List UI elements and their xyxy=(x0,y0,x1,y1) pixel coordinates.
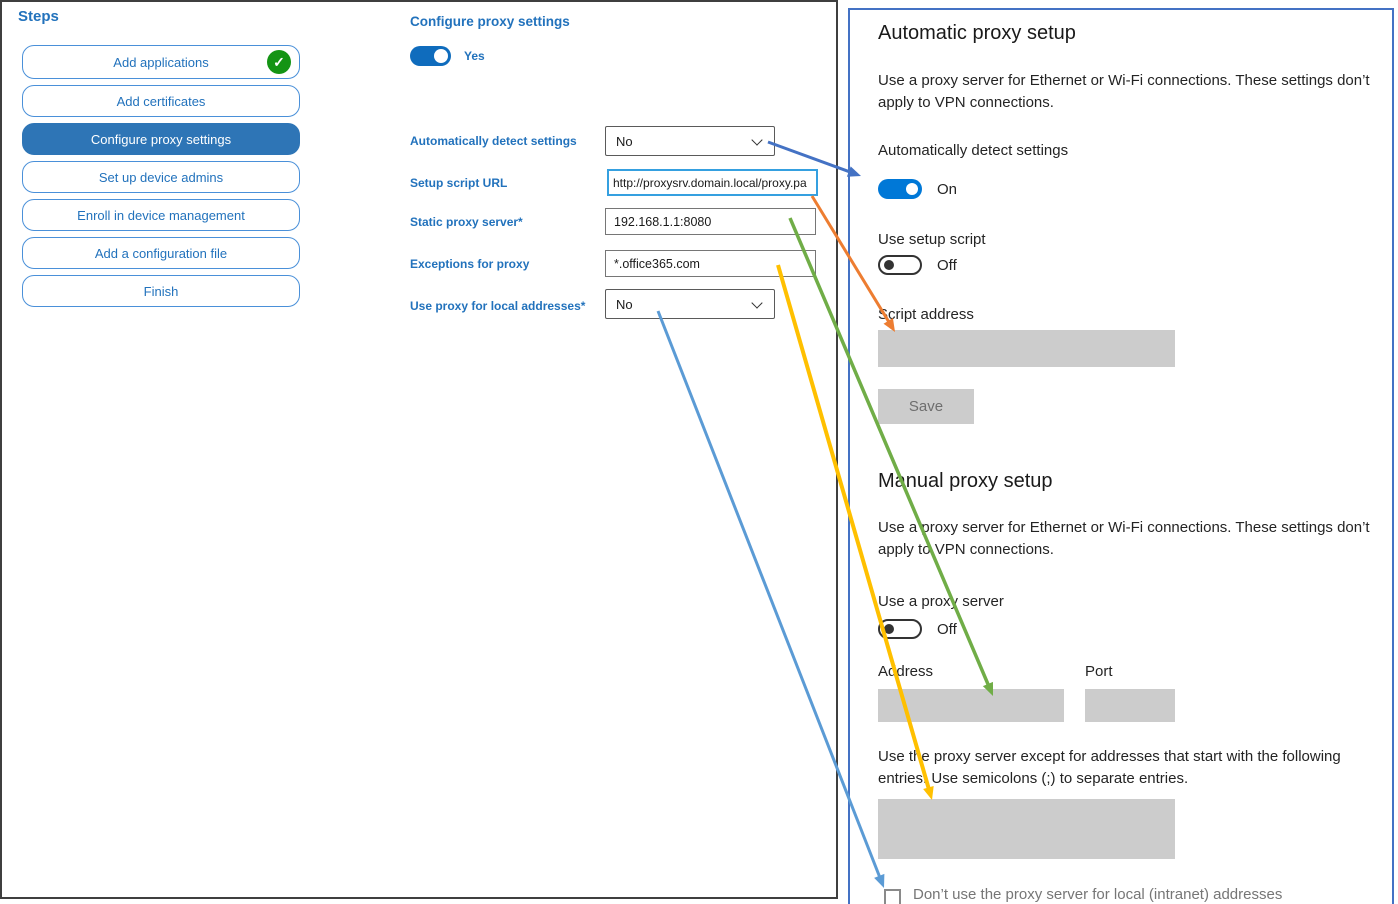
save-button[interactable]: Save xyxy=(878,389,974,424)
label-exceptions-for-proxy: Exceptions for proxy xyxy=(410,257,530,271)
detect-settings-state: On xyxy=(937,180,958,198)
step-enroll-in-device-management[interactable]: Enroll in device management xyxy=(22,199,300,231)
chevron-down-icon xyxy=(751,134,763,146)
automatic-proxy-setup-heading: Automatic proxy setup xyxy=(878,22,1076,44)
step-label: Configure proxy settings xyxy=(90,131,232,147)
use-proxy-for-local-addresses-dropdown[interactable]: No xyxy=(605,289,775,319)
local-intranet-checkbox-row: Don’t use the proxy server for local (in… xyxy=(884,886,1282,904)
manual-proxy-description: Use a proxy server for Ethernet or Wi-Fi… xyxy=(878,519,1370,558)
step-label: Add certificates xyxy=(116,93,206,109)
steps-heading: Steps xyxy=(18,8,59,25)
step-finish[interactable]: Finish xyxy=(22,275,300,307)
label-setup-script-url: Setup script URL xyxy=(410,176,508,190)
label-use-proxy-for-local-addresses: Use proxy for local addresses* xyxy=(410,299,586,313)
completed-check-icon: ✓ xyxy=(267,50,291,74)
use-setup-script-label: Use setup script xyxy=(878,231,986,248)
chevron-down-icon xyxy=(751,297,763,309)
detect-settings-toggle[interactable] xyxy=(878,179,922,199)
toggle-knob xyxy=(884,260,894,270)
use-proxy-server-toggle[interactable] xyxy=(878,619,922,639)
input-value: http://proxysrv.domain.local/proxy.pa xyxy=(613,175,807,190)
step-add-certificates[interactable]: Add certificates xyxy=(22,85,300,117)
toggle-knob xyxy=(884,624,894,634)
toggle-knob xyxy=(434,49,448,63)
proxy-exceptions-input[interactable] xyxy=(878,799,1175,859)
step-add-a-configuration-file[interactable]: Add a configuration file xyxy=(22,237,300,269)
steps-list: Add applications ✓ Add certificates Conf… xyxy=(22,45,300,313)
step-label: Add a configuration file xyxy=(94,245,228,261)
port-label: Port xyxy=(1085,663,1113,680)
input-value: *.office365.com xyxy=(614,256,700,271)
use-proxy-server-state: Off xyxy=(937,620,957,638)
address-label: Address xyxy=(878,663,934,680)
local-intranet-checkbox[interactable] xyxy=(884,889,901,904)
exceptions-for-proxy-input[interactable]: *.office365.com xyxy=(605,250,816,277)
use-proxy-server-toggle-row: Off xyxy=(878,619,957,639)
configure-proxy-toggle-state: Yes xyxy=(464,49,485,63)
setup-script-url-input[interactable]: http://proxysrv.domain.local/proxy.pa xyxy=(607,169,818,196)
step-add-applications[interactable]: Add applications ✓ xyxy=(22,45,300,79)
toggle-knob xyxy=(906,183,918,195)
input-value: 192.168.1.1:8080 xyxy=(614,214,712,229)
script-address-label: Script address xyxy=(878,306,974,323)
step-label: Set up device admins xyxy=(98,169,224,185)
step-label: Finish xyxy=(143,283,179,299)
address-input[interactable] xyxy=(878,689,1064,722)
dropdown-value: No xyxy=(616,133,633,149)
script-address-input[interactable] xyxy=(878,330,1175,367)
dropdown-value: No xyxy=(616,296,633,312)
automatic-proxy-description: Use a proxy server for Ethernet or Wi-Fi… xyxy=(878,72,1370,111)
page-title: Configure proxy settings xyxy=(410,14,570,29)
proxy-exceptions-description: Use the proxy server except for addresse… xyxy=(878,748,1341,787)
label-automatically-detect-settings: Automatically detect settings xyxy=(410,134,577,148)
use-setup-script-toggle-row: Off xyxy=(878,255,957,275)
automatically-detect-settings-dropdown[interactable]: No xyxy=(605,126,775,156)
static-proxy-server-input[interactable]: 192.168.1.1:8080 xyxy=(605,208,816,235)
use-setup-script-state: Off xyxy=(937,256,957,274)
step-label: Enroll in device management xyxy=(77,207,245,223)
configure-proxy-toggle[interactable] xyxy=(410,46,451,66)
step-set-up-device-admins[interactable]: Set up device admins xyxy=(22,161,300,193)
manual-proxy-setup-heading: Manual proxy setup xyxy=(878,470,1053,492)
local-intranet-checkbox-label: Don’t use the proxy server for local (in… xyxy=(913,886,1283,903)
use-setup-script-toggle[interactable] xyxy=(878,255,922,275)
windows-proxy-settings-panel: Automatic proxy setup Use a proxy server… xyxy=(848,8,1394,904)
label-static-proxy-server: Static proxy server* xyxy=(410,215,523,229)
configure-proxy-toggle-row: Yes xyxy=(410,46,485,66)
step-label: Add applications xyxy=(113,54,209,70)
step-configure-proxy-settings[interactable]: Configure proxy settings xyxy=(22,123,300,155)
port-input[interactable] xyxy=(1085,689,1175,722)
detect-settings-label: Automatically detect settings xyxy=(878,142,1069,159)
detect-settings-toggle-row: On xyxy=(878,179,957,199)
use-proxy-server-label: Use a proxy server xyxy=(878,593,1004,610)
